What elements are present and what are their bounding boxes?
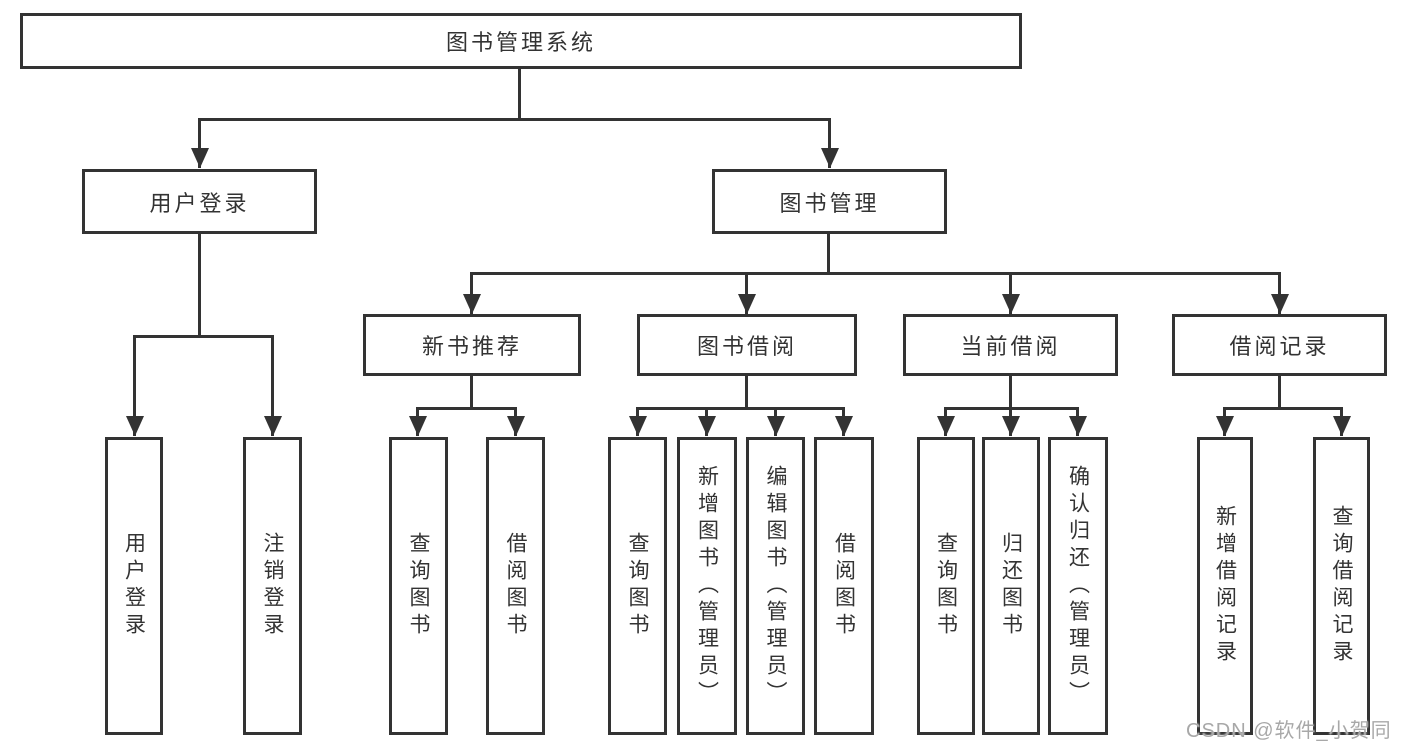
node-book-borrow-label: 图书借阅	[696, 334, 797, 359]
node-bb-edit-book: 编辑图书（管理员）	[746, 437, 805, 735]
arrow-to-rec-borrow-book	[506, 407, 525, 436]
connector-user-login-bar	[133, 335, 274, 338]
node-logout-label: 注销登录	[261, 532, 284, 640]
node-br-query-record: 查询借阅记录	[1313, 437, 1370, 735]
node-cb-return-book: 归还图书	[982, 437, 1040, 735]
arrow-to-cb-confirm-return	[1068, 407, 1087, 436]
arrow-to-cb-query-book	[936, 407, 955, 436]
node-cb-return-book-label: 归还图书	[999, 532, 1023, 640]
node-bb-query-book-label: 查询图书	[626, 532, 649, 640]
node-login-label: 用户登录	[122, 532, 146, 640]
arrow-to-book-borrow	[737, 272, 756, 314]
node-bb-edit-book-label: 编辑图书（管理员）	[764, 464, 787, 708]
connector-book-mgmt-trunk	[827, 234, 830, 275]
arrow-to-bb-query-book	[628, 407, 647, 436]
connector-borrow-record-trunk	[1278, 376, 1281, 410]
node-book-mgmt-label: 图书管理	[779, 190, 880, 216]
node-user-login: 用户登录	[82, 169, 317, 234]
node-new-book-rec: 新书推荐	[363, 314, 581, 376]
node-current-borrow-label: 当前借阅	[960, 334, 1061, 359]
node-rec-query-book-label: 查询图书	[407, 532, 430, 640]
node-bb-query-book: 查询图书	[608, 437, 667, 735]
node-book-borrow: 图书借阅	[637, 314, 857, 376]
node-borrow-record-label: 借阅记录	[1229, 334, 1330, 359]
arrow-to-bb-edit-book	[766, 407, 785, 436]
connector-current-borrow-trunk	[1009, 376, 1012, 410]
node-bb-borrow-book: 借阅图书	[814, 437, 874, 735]
arrow-to-login	[125, 335, 144, 436]
arrow-to-cb-return-book	[1001, 407, 1020, 436]
node-cb-confirm-return: 确认归还（管理员）	[1048, 437, 1108, 735]
connector-book-borrow-bar	[636, 407, 845, 410]
arrow-to-current-borrow	[1001, 272, 1020, 314]
arrow-to-borrow-record	[1270, 272, 1289, 314]
node-user-login-label: 用户登录	[149, 190, 250, 216]
node-book-mgmt: 图书管理	[712, 169, 947, 234]
node-rec-query-book: 查询图书	[389, 437, 448, 735]
node-login: 用户登录	[105, 437, 163, 735]
arrow-to-logout	[263, 335, 282, 436]
connector-book-borrow-trunk	[745, 376, 748, 410]
node-br-query-record-label: 查询借阅记录	[1330, 505, 1353, 667]
node-cb-confirm-return-label: 确认归还（管理员）	[1066, 464, 1090, 708]
node-logout: 注销登录	[243, 437, 302, 735]
arrow-to-br-query-record	[1332, 407, 1351, 436]
arrow-to-new-book-rec	[462, 272, 481, 314]
connector-new-book-rec-trunk	[470, 376, 473, 410]
node-current-borrow: 当前借阅	[903, 314, 1118, 376]
node-bb-borrow-book-label: 借阅图书	[832, 532, 856, 640]
node-br-add-record-label: 新增借阅记录	[1213, 505, 1237, 667]
node-bb-add-book-label: 新增图书（管理员）	[695, 464, 719, 708]
csdn-watermark: CSDN @软件_小贺同学	[1186, 720, 1392, 742]
connector-borrow-record-bar	[1224, 407, 1342, 410]
arrow-to-user-login	[190, 118, 209, 168]
arrow-to-book-mgmt	[820, 118, 839, 168]
arrow-to-bb-add-book	[697, 407, 716, 436]
node-rec-borrow-book: 借阅图书	[486, 437, 545, 735]
node-new-book-rec-label: 新书推荐	[421, 334, 522, 359]
connector-new-book-rec-bar	[417, 407, 517, 410]
node-borrow-record: 借阅记录	[1172, 314, 1387, 376]
node-cb-query-book-label: 查询图书	[934, 532, 958, 640]
connector-level2-bar	[471, 272, 1281, 275]
connector-current-borrow-bar	[945, 407, 1079, 410]
connector-level1-bar	[198, 118, 830, 121]
connector-root-trunk	[518, 69, 521, 120]
node-root: 图书管理系统	[20, 13, 1022, 69]
node-bb-add-book: 新增图书（管理员）	[677, 437, 737, 735]
arrow-to-bb-borrow-book	[834, 407, 853, 436]
node-root-label: 图书管理系统	[445, 30, 596, 55]
node-rec-borrow-book-label: 借阅图书	[504, 532, 527, 640]
node-br-add-record: 新增借阅记录	[1197, 437, 1253, 735]
arrow-to-rec-query-book	[408, 407, 427, 436]
connector-user-login-trunk	[198, 234, 201, 338]
arrow-to-br-add-record	[1215, 407, 1234, 436]
node-cb-query-book: 查询图书	[917, 437, 975, 735]
